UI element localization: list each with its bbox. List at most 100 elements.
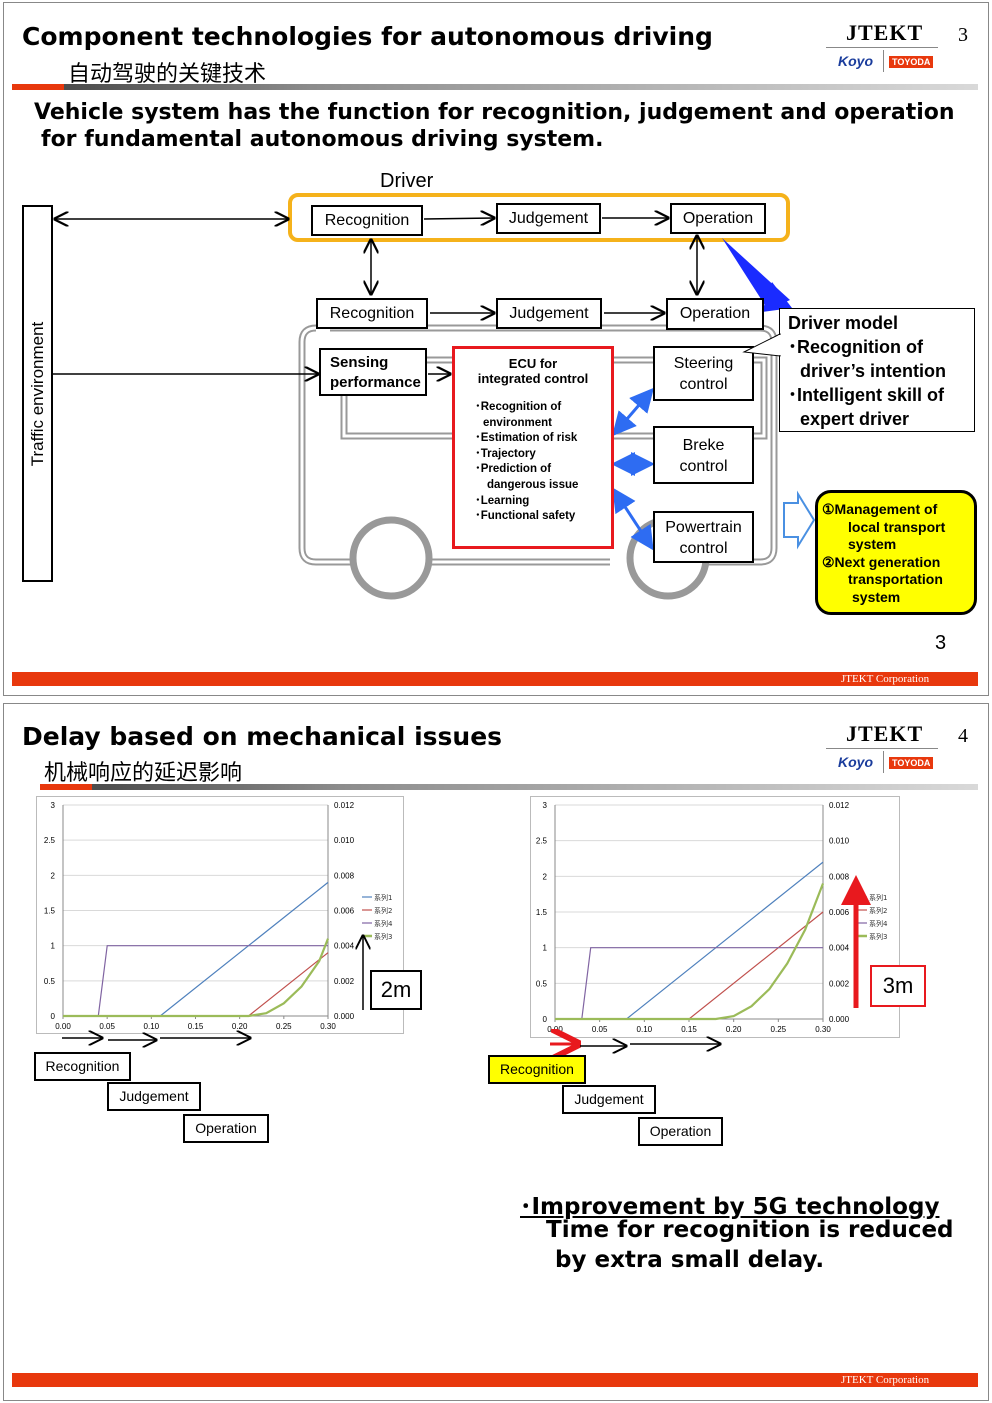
- x-tick-label: 0.25: [771, 1025, 787, 1034]
- vehicle-judgement-box: Judgement: [496, 298, 602, 329]
- left-operation-box: Operation: [183, 1114, 269, 1143]
- management-item: ②Next generation: [822, 553, 941, 570]
- logo-koyo-text: Koyo: [838, 53, 873, 69]
- sensing-line2: performance: [330, 374, 421, 391]
- slide1-footer-bar: [12, 672, 978, 686]
- chart-left-svg: 00.511.522.530.0000.0020.0040.0060.0080.…: [44, 801, 393, 1031]
- slide1-lead-line1: Vehicle system has the function for reco…: [34, 100, 955, 125]
- ecu-item: ･Trajectory: [475, 447, 536, 460]
- legend-label: 系列3: [374, 932, 392, 941]
- y-right-tick-label: 0.000: [334, 1012, 355, 1021]
- left-distance-label: 2m: [370, 970, 422, 1010]
- x-tick-label: 0.05: [99, 1022, 115, 1031]
- powertrain-line1: Powertrain: [665, 519, 742, 536]
- slide2-page-number: 4: [958, 725, 968, 747]
- x-tick-label: 0.30: [815, 1025, 831, 1034]
- slide2-annotation-svg: [62, 875, 871, 1160]
- management-box: ①Management of local transport system ②N…: [815, 490, 977, 615]
- legend-label: 系列1: [869, 893, 887, 902]
- improvement-line3: by extra small delay.: [555, 1247, 825, 1273]
- driver-model-item: ･Recognition of: [788, 337, 923, 357]
- left-recognition-box: Recognition: [34, 1052, 131, 1081]
- logo-jtekt-text: JTEKT: [846, 721, 924, 746]
- logo-koyo-text: Koyo: [838, 754, 873, 770]
- powertrain-control-box: Powertrain control: [653, 511, 754, 563]
- driver-label: Driver: [380, 170, 434, 192]
- traffic-environment-label: Traffic environment: [27, 321, 47, 466]
- slide1-lead-line2: for fundamental autonomous driving syste…: [41, 127, 604, 152]
- driver-operation-box: Operation: [670, 203, 766, 234]
- ecu-item: ･Functional safety: [475, 510, 576, 523]
- sensing-line1: Sensing: [330, 354, 389, 371]
- logo-toyoda-text: TOYODA: [889, 56, 934, 68]
- driver-recognition-box: Recognition: [311, 205, 423, 236]
- ecu-item: ･Estimation of risk: [475, 432, 578, 445]
- y-left-tick-label: 2: [51, 871, 56, 880]
- driver-model-item: expert driver: [800, 409, 910, 429]
- y-left-tick-label: 0.5: [44, 977, 56, 986]
- management-item: transportation: [848, 571, 943, 588]
- ecu-title-line2: integrated control: [477, 371, 589, 386]
- y-left-tick-label: 0: [543, 1015, 548, 1024]
- x-tick-label: 0.10: [637, 1025, 653, 1034]
- x-tick-label: 0.15: [681, 1025, 697, 1034]
- x-tick-label: 0.30: [320, 1022, 336, 1031]
- left-judgement-box: Judgement: [107, 1082, 201, 1111]
- x-tick-label: 0.20: [726, 1025, 742, 1034]
- driver-group-frame: [288, 193, 790, 242]
- y-right-tick-label: 0.010: [334, 836, 355, 845]
- right-judgement-box: Judgement: [562, 1085, 656, 1114]
- traffic-environment-box: Traffic environment: [22, 205, 53, 582]
- y-right-tick-label: 0.006: [334, 907, 355, 916]
- steering-line2: control: [679, 376, 728, 393]
- ecu-item: environment: [483, 416, 553, 429]
- slide1-subtitle-cn: 自动驾驶的关键技术: [68, 62, 267, 87]
- sensing-performance-box: Sensing performance: [319, 348, 427, 396]
- vehicle-operation-box: Operation: [666, 298, 764, 330]
- legend-label: 系列3: [869, 932, 887, 941]
- right-operation-box: Operation: [638, 1117, 723, 1146]
- slide1-footer-text: JTEKT Corporation: [841, 673, 930, 685]
- right-distance-label: 3m: [870, 965, 926, 1007]
- y-left-tick-label: 2.5: [536, 837, 548, 846]
- y-right-tick-label: 0.006: [829, 908, 850, 917]
- y-left-tick-label: 0.5: [536, 979, 548, 988]
- management-item: ①Management of: [822, 501, 938, 517]
- management-item: local transport: [848, 518, 946, 535]
- slide2-footer-text: JTEKT Corporation: [841, 1374, 930, 1386]
- legend-label: 系列4: [374, 919, 393, 928]
- right-recognition-box-highlighted: Recognition: [488, 1055, 586, 1084]
- jtekt-logo: JTEKT Koyo TOYODA: [826, 20, 938, 80]
- breke-line1: Breke: [682, 437, 725, 454]
- slide1-page-number-bottom: 3: [935, 632, 947, 654]
- x-tick-label: 0.20: [232, 1022, 248, 1031]
- bus-outline-inner: [300, 326, 776, 564]
- y-left-tick-label: 3: [543, 801, 548, 810]
- slide2-subtitle-cn: 机械响应的延迟影响: [44, 761, 243, 786]
- x-tick-label: 0.25: [276, 1022, 292, 1031]
- y-right-tick-label: 0.010: [829, 837, 850, 846]
- jtekt-logo: JTEKT Koyo TOYODA: [826, 721, 938, 781]
- y-right-tick-label: 0.004: [334, 942, 355, 951]
- slide1-title-bar: [12, 84, 978, 90]
- breke-line2: control: [679, 458, 728, 475]
- x-tick-label: 0.10: [144, 1022, 160, 1031]
- series-line: [63, 938, 330, 1018]
- y-right-tick-label: 0.012: [829, 801, 850, 810]
- powertrain-line2: control: [679, 540, 728, 557]
- legend-label: 系列1: [374, 893, 392, 902]
- x-tick-label: 0.05: [592, 1025, 608, 1034]
- management-item: system: [852, 588, 901, 605]
- legend-label: 系列4: [869, 919, 888, 928]
- y-left-tick-label: 2.5: [44, 836, 56, 845]
- y-right-tick-label: 0.002: [334, 977, 355, 986]
- management-item: system: [848, 536, 897, 553]
- series-line: [555, 883, 825, 1021]
- y-right-tick-label: 0.002: [829, 979, 850, 988]
- slide1-page-number: 3: [958, 24, 968, 46]
- ecu-item: dangerous issue: [487, 478, 579, 491]
- x-tick-label: 0.15: [188, 1022, 204, 1031]
- breke-control-box: Breke control: [653, 426, 754, 484]
- ecu-integrated-control-box: ECU for integrated control ･Recognition …: [452, 346, 614, 549]
- steering-line1: Steering: [673, 355, 734, 372]
